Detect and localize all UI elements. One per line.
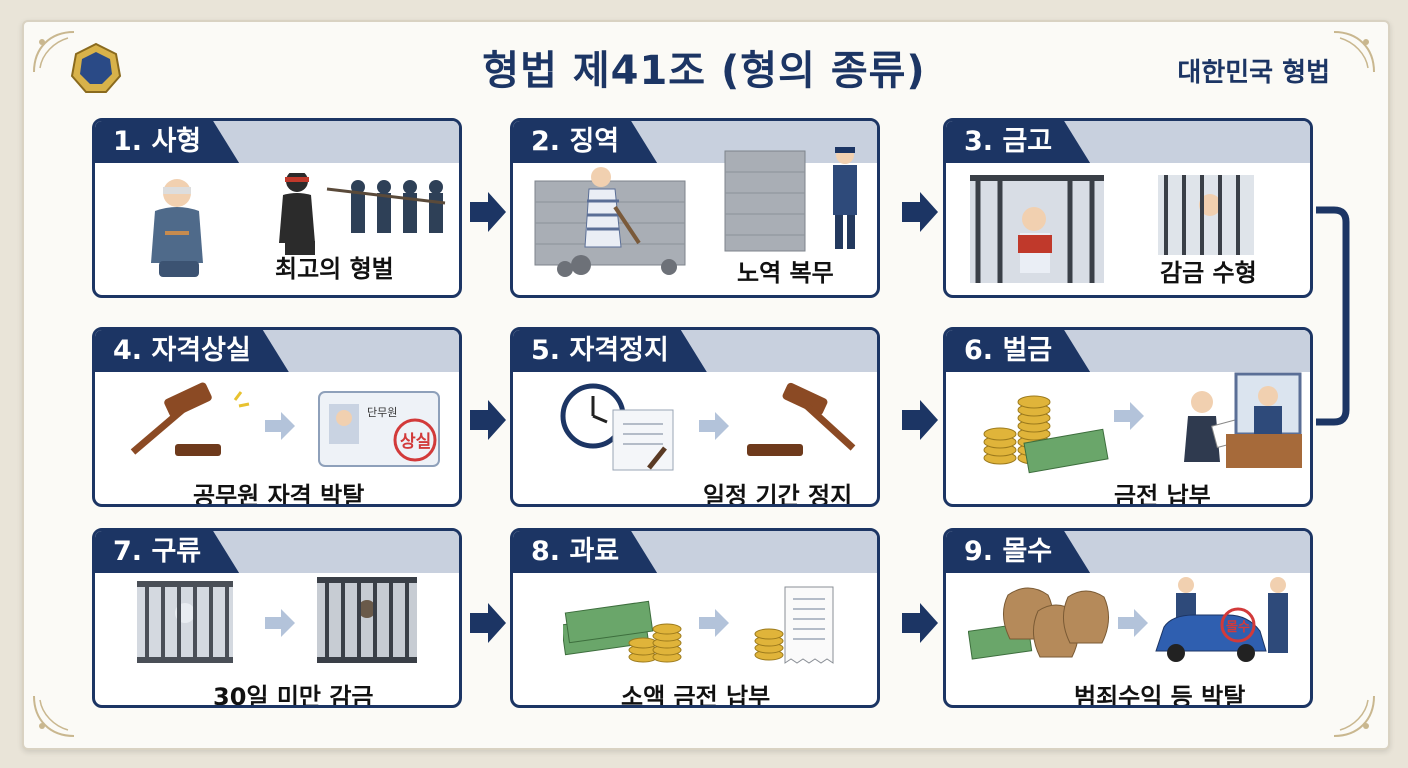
card-caption: 금전 납부 [1114,482,1211,507]
labor-illustration [534,147,857,277]
arrow-right-icon [470,603,506,643]
card-detention: 7. 구류 30일 미만 감금 [92,528,462,708]
arrow-right-icon [470,400,506,440]
card-title: 5. 자격정지 [513,330,707,372]
stamp-text: 상실 [400,432,431,452]
prison-cell-illustration [970,175,1254,283]
court-emblem-icon [70,42,122,94]
card-caption: 일정 기간 정지 [703,482,853,507]
card-title: 2. 징역 [513,121,657,163]
corner-ornament-icon [30,692,78,740]
card-suspension: 5. 자격정지 일정 기간 정지 [510,327,880,507]
card-title: 3. 금고 [946,121,1090,163]
card-confiscation: 9. 몰수 몰수 범죄수익 등 박탈 [943,528,1313,708]
arrow-right-icon [902,603,938,643]
card-caption: 소액 금전 납부 [621,683,771,708]
arrow-right-icon [470,192,506,232]
execution-illustration [151,173,446,277]
cash-receipt-illustration [563,586,834,664]
corner-ornament-icon [1330,28,1378,76]
card-imprisonment-labor: 2. 징역 노역 복무 [510,118,880,298]
card-caption: 30일 미만 감금 [213,683,374,708]
page-title: 형법 제41조 (형의 종류) [482,48,926,94]
card-petty-fine: 8. 과료 소액 금전 납부 [510,528,880,708]
card-title: 9. 몰수 [946,531,1090,573]
page-subtitle: 대한민국 형법 [1177,58,1330,88]
card-disqualification: 4. 자격상실 단무원 상실 공무원 자격 박탈 [92,327,462,507]
card-caption: 감금 수형 [1160,259,1257,287]
arrow-right-icon [902,400,938,440]
stamp-text: 몰수 [1226,620,1250,635]
gavel-id-illustration: 단무원 상실 [130,382,440,467]
clock-gavel-illustration [560,382,856,471]
card-title: 6. 벌금 [946,330,1090,372]
card-caption: 공무원 자격 박탈 [193,482,365,507]
corner-ornament-icon [1330,692,1378,740]
card-title: 4. 자격상실 [95,330,289,372]
card-fine: 6. 벌금 금전 납부 [943,327,1313,507]
id-card-text: 단무원 [367,406,397,419]
card-title: 1. 사형 [95,121,239,163]
corner-ornament-icon [30,28,78,76]
card-title: 7. 구류 [95,531,239,573]
short-detention-illustration [137,577,417,663]
card-caption: 범죄수익 등 박탈 [1074,683,1246,708]
card-death-penalty: 1. 사형 최고의 형벌 [92,118,462,298]
card-confinement: 3. 금고 감금 수형 [943,118,1313,298]
card-caption: 최고의 형벌 [275,255,394,283]
coins-payment-illustration [983,372,1302,474]
arrow-right-icon [902,192,938,232]
confiscation-illustration: 몰수 [968,577,1288,662]
card-caption: 노역 복무 [737,259,834,287]
card-title: 8. 과료 [513,531,657,573]
